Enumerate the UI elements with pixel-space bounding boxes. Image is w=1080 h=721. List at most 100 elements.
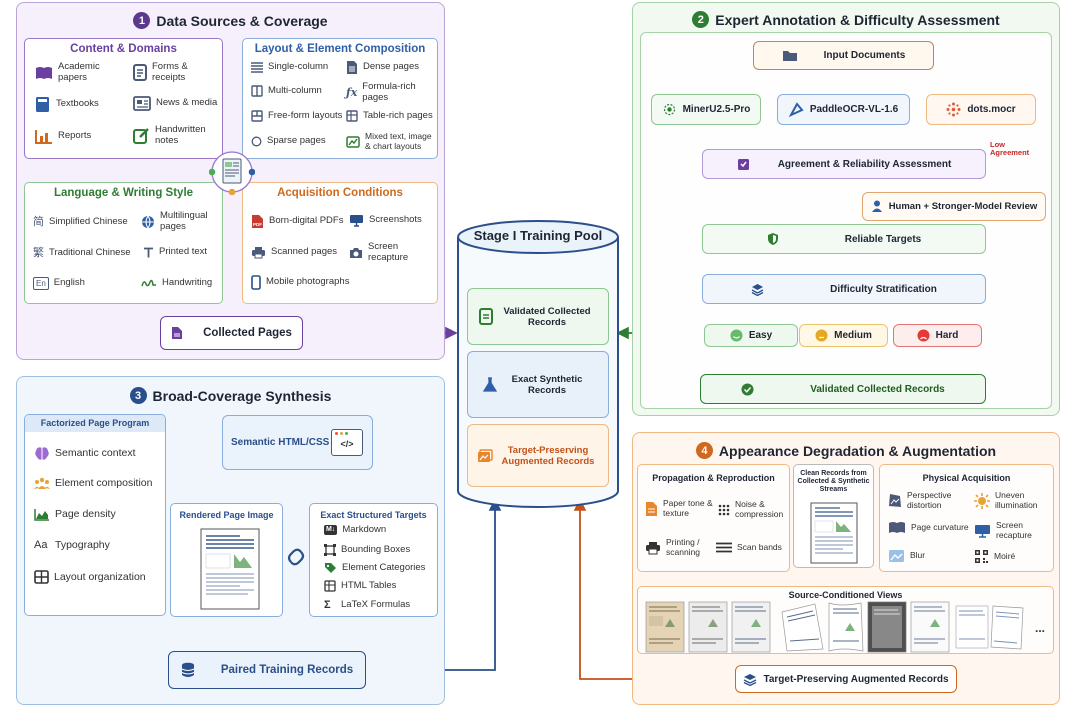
physical-title: Physical Acquisition	[922, 473, 1011, 483]
level-medium: Medium	[799, 324, 888, 347]
multi-column-icon	[251, 85, 263, 97]
panel-title: Appearance Degradation & Augmentation	[718, 442, 997, 459]
program-typography: Aa Typography	[34, 539, 110, 552]
item-born-digital: PDF Born-digital PDFs	[252, 215, 344, 228]
item-reports: Reports	[35, 129, 125, 144]
monitor-icon	[350, 215, 363, 227]
paired-records-box: Paired Training Records	[168, 651, 366, 689]
item-perspective: Perspective distortion	[888, 490, 974, 511]
table-icon	[346, 110, 358, 122]
table-icon	[324, 580, 336, 592]
neutral-face-icon	[815, 329, 828, 342]
propagation-title: Propagation & Reproduction	[652, 473, 775, 483]
section-title: Content & Domains	[70, 43, 177, 55]
view-noise	[688, 601, 728, 653]
panel-title: Broad-Coverage Synthesis	[152, 387, 332, 404]
step-badge: 2	[692, 11, 710, 28]
item-paper-tone: Paper tone & texture	[645, 498, 725, 519]
section-title: Layout & Element Composition	[254, 43, 426, 55]
section-title: Language & Writing Style	[53, 187, 194, 199]
item-screen-recapture: Screen recapture	[349, 241, 439, 264]
item-page-curvature: Page curvature	[888, 521, 974, 534]
target-latex-formulas: Σ LaTeX Formulas	[324, 598, 411, 611]
item-formula-rich: ƒx Formula-rich pages	[346, 81, 416, 103]
propagation-box: Propagation & Reproduction Paper tone & …	[637, 464, 790, 572]
step-badge: 1	[133, 12, 151, 29]
item-scanned: Scanned pages	[251, 246, 351, 259]
database-icon	[181, 662, 195, 677]
target-bounding-boxes: Bounding Boxes	[324, 544, 410, 556]
item-free-form: Free-form layouts	[251, 110, 345, 122]
item-scan-bands: Scan bands	[716, 542, 790, 553]
item-mixed-layouts: Mixed text, image & chart layouts	[346, 131, 438, 152]
function-icon: ƒx	[346, 85, 358, 99]
monitor-icon	[975, 524, 990, 538]
layout-composition-box: Layout & Element Composition Single-colu…	[242, 38, 438, 159]
clean-records-box: Clean Records from Collected & Synthetic…	[793, 464, 874, 568]
program-page-density: Page density	[34, 508, 116, 521]
item-dense-pages: Dense pages	[346, 60, 436, 75]
sigma-icon: Σ	[324, 599, 331, 611]
cluster-icon	[663, 103, 675, 116]
semantic-html-box: Semantic HTML/CSS </>	[222, 415, 373, 470]
noise-dots-icon	[718, 504, 730, 516]
printer-icon	[646, 541, 660, 555]
source-view-thumbnails	[645, 601, 1024, 653]
pen-note-icon	[133, 128, 149, 145]
check-circle-icon	[741, 383, 754, 395]
person-icon	[871, 200, 882, 212]
item-academic-papers: Academic papers	[35, 61, 125, 84]
item-multi-column: Multi-column	[251, 85, 341, 97]
item-printing-scanning: Printing / scanning	[645, 537, 725, 558]
clipboard-check-icon	[737, 159, 749, 170]
english-icon: En	[33, 277, 49, 291]
program-element-composition: Element composition	[34, 477, 152, 490]
circle-icon	[251, 136, 262, 147]
rendered-title: Rendered Page Image	[179, 510, 274, 520]
image-chart-icon	[346, 136, 360, 148]
structured-targets-box: Exact Structured Targets M↓ Markdown Bou…	[309, 503, 438, 617]
open-book-icon	[36, 66, 52, 79]
view-tilted	[990, 605, 1024, 650]
page-program-box: Factorized Page Program Semantic context…	[24, 414, 166, 616]
clean-records-title: Clean Records from Collected & Synthetic…	[797, 470, 870, 494]
view-bright	[910, 601, 950, 653]
item-single-column: Single-column	[251, 61, 341, 73]
view-sepia	[645, 601, 685, 653]
item-table-rich: Table-rich pages	[346, 110, 438, 122]
item-uneven-illumination: Uneven illumination	[974, 490, 1054, 511]
form-icon	[133, 64, 147, 82]
item-traditional-chinese: 繁 Traditional Chinese	[33, 246, 131, 259]
distorted-image-icon	[889, 494, 901, 508]
blurry-image-icon	[889, 550, 904, 562]
reliable-targets-box: Reliable Targets	[702, 224, 986, 254]
item-news-media: News & media	[133, 96, 223, 111]
item-handwriting: Handwriting	[141, 277, 223, 289]
input-documents-box: Input Documents	[753, 41, 934, 70]
panel-title: Data Sources & Coverage	[156, 12, 328, 29]
typography-icon: Aa	[34, 539, 48, 551]
acquisition-box: Acquisition Conditions PDF Born-digital …	[242, 182, 438, 304]
newspaper-icon	[133, 96, 151, 111]
difficulty-box: Difficulty Stratification	[702, 274, 986, 304]
physical-acquisition-box: Physical Acquisition Perspective distort…	[879, 464, 1054, 572]
signature-icon	[141, 279, 156, 287]
people-group-icon	[34, 477, 50, 489]
level-hard: Hard	[893, 324, 982, 347]
collected-pages-box: Collected Pages	[160, 316, 303, 350]
printer-icon	[252, 247, 265, 259]
phone-icon	[251, 275, 261, 290]
free-form-layout-icon	[251, 110, 263, 122]
camera-icon	[350, 247, 362, 258]
item-screenshots: Screenshots	[349, 214, 439, 227]
clean-page-thumbnail	[810, 502, 858, 564]
link-icon	[287, 548, 305, 566]
step-badge: 3	[129, 387, 147, 404]
view-perspective	[781, 603, 824, 652]
item-handwritten-notes: Handwritten notes	[133, 124, 223, 147]
sad-face-icon	[917, 329, 930, 342]
flask-icon	[483, 376, 497, 392]
targets-title: Exact Structured Targets	[320, 510, 427, 520]
globe-icon	[142, 215, 154, 229]
pool-exact-synthetic: Exact Synthetic Records	[467, 351, 609, 418]
